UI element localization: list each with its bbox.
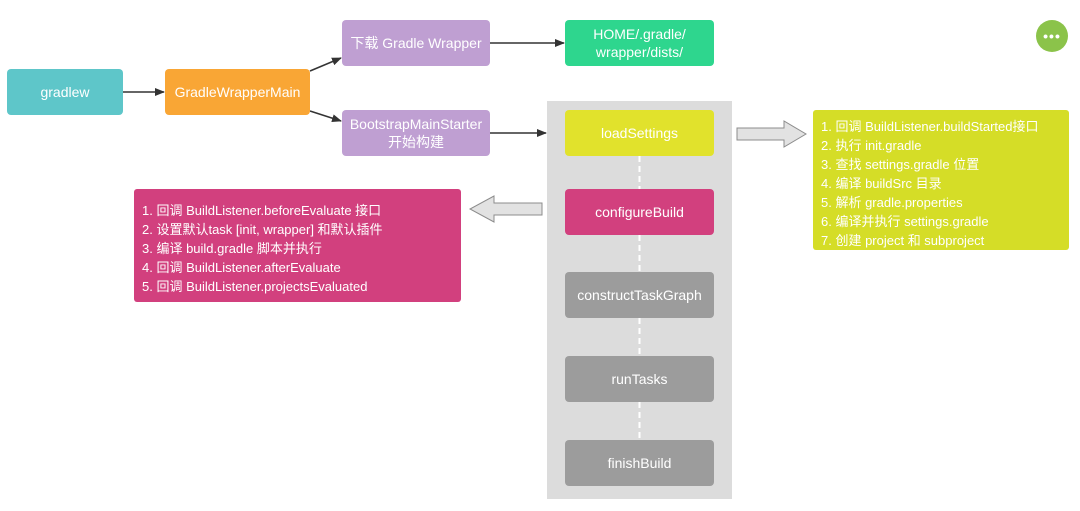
- block-arrow-to-load-note: [736, 120, 807, 148]
- list-item: 3. 编译 build.gradle 脚本并执行: [142, 241, 322, 256]
- arrow-wrappermain-to-download: [309, 57, 342, 72]
- list-item: 1. 回调 BuildListener.buildStarted接口: [821, 119, 1039, 134]
- phase-finish-build: finishBuild: [565, 440, 714, 486]
- bootstrap-main-starter-label: BootstrapMainStarter 开始构建: [349, 116, 483, 150]
- phase-run-tasks: runTasks: [565, 356, 714, 402]
- phase-label: configureBuild: [595, 204, 684, 220]
- list-item: 6. 编译并执行 settings.gradle: [821, 214, 989, 229]
- phase-construct-task-graph: constructTaskGraph: [565, 272, 714, 318]
- bootstrap-main-starter-node: BootstrapMainStarter 开始构建: [342, 110, 490, 156]
- gradlew-label: gradlew: [40, 84, 90, 100]
- wrapper-dists-node: HOME/.gradle/ wrapper/dists/: [565, 20, 714, 66]
- phase-label: loadSettings: [600, 125, 679, 141]
- list-item: 4. 回调 BuildListener.afterEvaluate: [142, 260, 341, 275]
- download-wrapper-node: 下载 Gradle Wrapper: [342, 20, 490, 66]
- load-settings-steps-list: 1. 回调 BuildListener.buildStarted接口 2. 执行…: [821, 117, 1061, 250]
- list-item: 4. 编译 buildSrc 目录: [821, 176, 942, 191]
- phase-load-settings: loadSettings: [565, 110, 714, 156]
- arrow-wrappermain-to-bootstrap: [309, 110, 342, 123]
- list-item: 2. 执行 init.gradle: [821, 138, 922, 153]
- gradlew-node: gradlew: [7, 69, 123, 115]
- configure-build-steps-note: 1. 回调 BuildListener.beforeEvaluate 接口 2.…: [134, 189, 461, 302]
- phase-label: runTasks: [611, 371, 668, 387]
- list-item: 3. 查找 settings.gradle 位置: [821, 157, 980, 172]
- load-settings-steps-note: 1. 回调 BuildListener.buildStarted接口 2. 执行…: [813, 110, 1069, 250]
- wrapper-dists-label: HOME/.gradle/ wrapper/dists/: [593, 26, 686, 60]
- phase-configure-build: configureBuild: [565, 189, 714, 235]
- download-wrapper-label: 下载 Gradle Wrapper: [350, 35, 482, 51]
- list-item: 2. 设置默认task [init, wrapper] 和默认插件: [142, 222, 383, 237]
- gradle-wrapper-main-node: GradleWrapperMain: [165, 69, 310, 115]
- list-item: 5. 回调 BuildListener.projectsEvaluated: [142, 279, 368, 294]
- phase-label: constructTaskGraph: [577, 287, 702, 303]
- block-arrow-to-configure-note: [468, 195, 543, 223]
- configure-build-steps-list: 1. 回调 BuildListener.beforeEvaluate 接口 2.…: [142, 201, 453, 296]
- gradle-wrapper-main-label: GradleWrapperMain: [174, 84, 301, 100]
- list-item: 1. 回调 BuildListener.beforeEvaluate 接口: [142, 203, 382, 218]
- list-item: 5. 解析 gradle.properties: [821, 195, 963, 210]
- phase-label: finishBuild: [607, 455, 672, 471]
- list-item: 7. 创建 project 和 subproject: [821, 233, 985, 248]
- more-options-button[interactable]: •••: [1036, 20, 1068, 52]
- more-icon: •••: [1043, 28, 1061, 44]
